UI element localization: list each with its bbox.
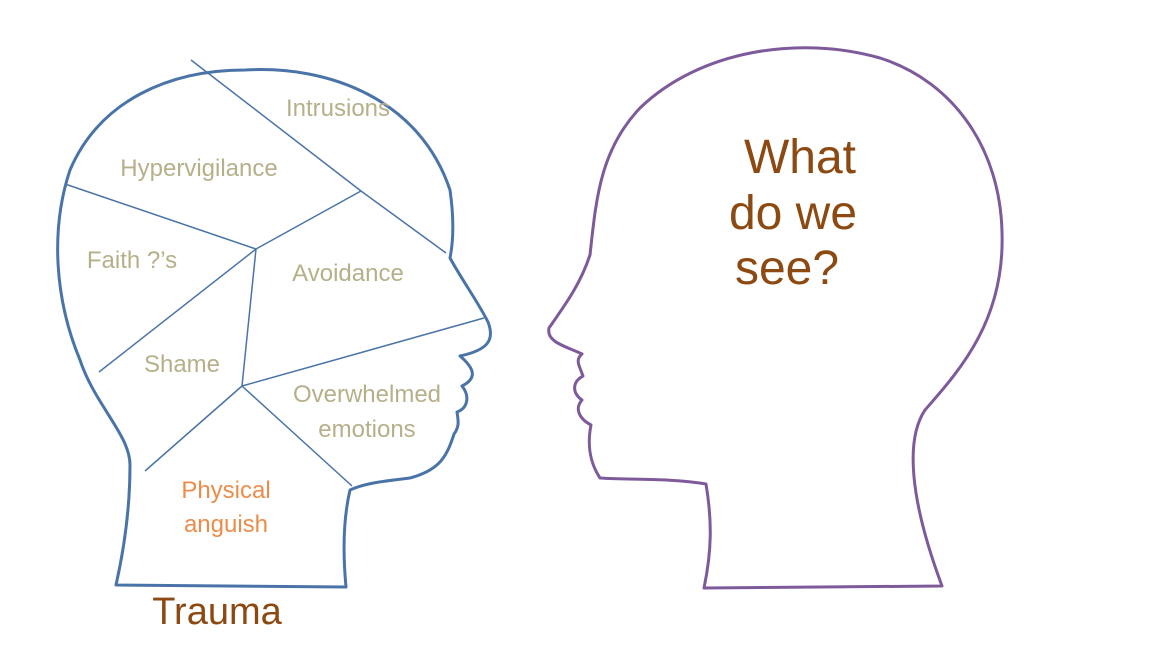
question-line-1: What xyxy=(744,131,856,184)
left-head-title: Trauma xyxy=(152,591,282,633)
segment-label-physical-line1: Physical xyxy=(181,477,270,504)
question-line-3: see? xyxy=(735,242,839,295)
right-head-outline xyxy=(547,46,1004,590)
divider-line xyxy=(241,317,485,387)
divider-line xyxy=(144,385,243,472)
divider-line xyxy=(255,190,362,250)
segment-label-shame: Shame xyxy=(144,351,220,378)
segment-label-intrusions: Intrusions xyxy=(286,95,390,122)
left-head-outline xyxy=(56,68,493,589)
divider-line xyxy=(98,248,257,373)
divider-line xyxy=(64,183,257,250)
divider-line xyxy=(190,59,362,192)
divider-line xyxy=(241,385,353,487)
divider-line xyxy=(360,190,447,254)
segment-label-overwhelmed-line1: Overwhelmed xyxy=(293,381,441,408)
segment-label-physical-line2: anguish xyxy=(184,511,268,538)
segment-label-avoidance: Avoidance xyxy=(292,260,404,287)
segment-label-hypervigilance: Hypervigilance xyxy=(120,155,277,182)
segment-dividers xyxy=(64,59,485,487)
divider-line xyxy=(241,248,257,387)
segment-label-faith: Faith ?’s xyxy=(87,247,177,274)
question-line-2: do we xyxy=(729,187,857,240)
segment-label-overwhelmed-line2: emotions xyxy=(318,416,415,443)
